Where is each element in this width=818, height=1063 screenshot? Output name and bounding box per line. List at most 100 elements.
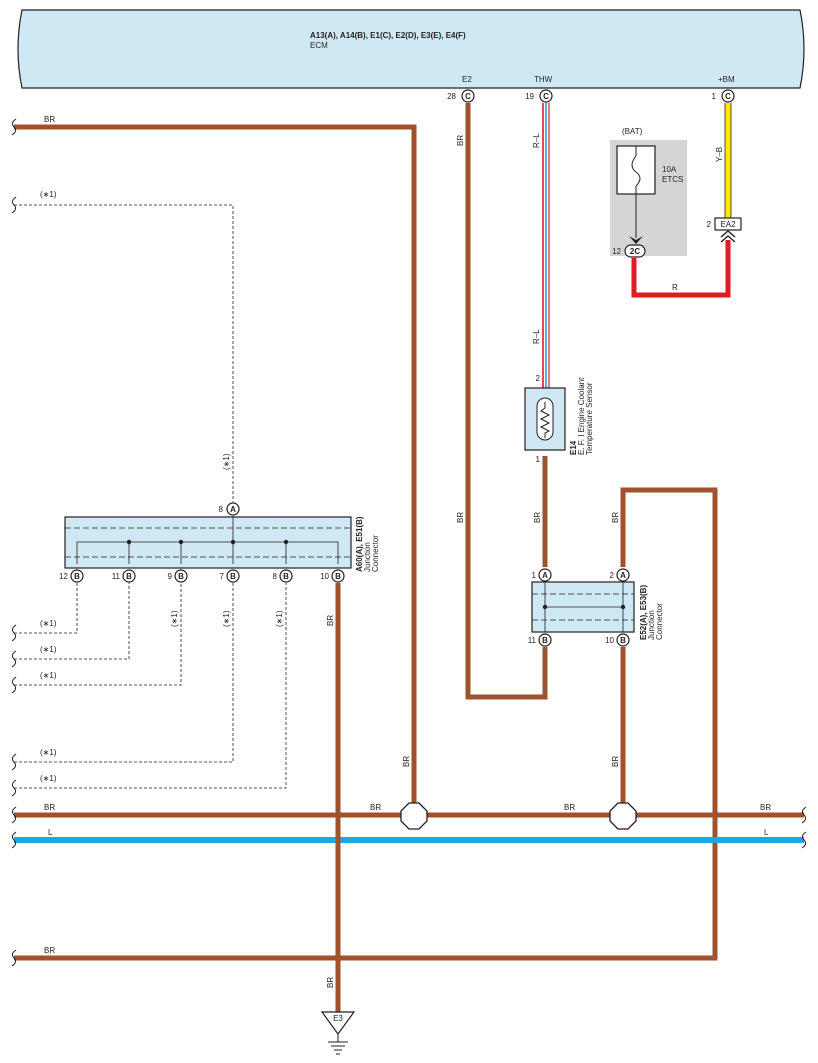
wire-label-br: BR [456,512,465,523]
wire-label-note: (∗1) [170,610,179,627]
jc1-top-pin-letter: A [230,505,236,514]
wire-label-note: (∗1) [222,610,231,627]
sensor-block: 2 1 E14 E. F. I Engine Coolant Temperatu… [524,374,594,464]
sensor-code: E14 [569,440,578,455]
wire-label-br: BR [44,803,55,812]
wire-label-br: BR [533,512,542,523]
jc2-code: E52(A), E53(B) [639,585,648,640]
jc1-pin-num: 10 [320,572,329,581]
jc2-node [620,604,626,610]
wire-label-br: BR [326,977,335,988]
wire-label-br: BR [456,135,465,146]
jc2-pin-num: 2 [610,571,615,580]
ecm-connectors-label: A13(A), A14(B), E1(C), E2(D), E3(E), E4(… [310,31,466,40]
fuse-terminal-arrow-icon [629,236,643,244]
jc1-pin-letter: B [335,572,341,581]
ecm-pin-thw-name: THW [534,75,553,84]
junction-connector-1: A 8 B 12 B 11 B 9 B 7 B 8 B 10 A60(A), E… [59,502,380,583]
break-mark [11,831,17,849]
fuse-element-icon [631,155,641,187]
jc2-node [542,604,548,610]
ecm-pin-bm-letter: C [725,92,731,101]
wire-label-br: BR [760,803,771,812]
wire-br-top-left [14,124,417,803]
jc1-bus [76,541,339,564]
jc1-pin [122,569,136,583]
wire-label-l: L [764,828,769,837]
jc1-pin [70,569,84,583]
jc1-top-pin-num: 8 [219,505,224,514]
ecm-pin-e2-num: 28 [447,92,456,101]
break-mark [11,118,17,136]
ecm-pin-e2-name: E2 [462,75,472,84]
jc1-code: A60(A), E51(B) [355,516,364,572]
wire-dashed-11 [14,583,130,660]
ea2-num: 2 [707,220,712,229]
splice-1 [400,802,428,830]
jc2-pin [538,568,552,582]
thermistor-icon [536,397,554,441]
fuse-pin-num: 12 [612,247,621,256]
jc2-pin [538,633,552,647]
wire-label-br: BR [402,756,411,767]
ecm-pin-bm [721,89,735,103]
sensor-line1: E. F. I Engine Coolant [577,377,586,455]
wire-label-br: BR [564,803,575,812]
wire-labels: BR BR BR BR BR L L BR R (∗1) (∗1) (∗1) (… [40,115,771,988]
fuse-pin-label: 2C [630,247,640,256]
jc1-line2: Connector [371,535,380,572]
break-mark [11,676,17,694]
jc1-node [178,539,184,545]
wire-label-note: (∗1) [40,774,57,783]
wire-label-note: (∗1) [40,190,57,199]
jc2-pin [616,633,630,647]
jc1-pin [174,569,188,583]
wire-label-br: BR [370,803,381,812]
ecm-block: A13(A), A14(B), E1(C), E2(D), E3(E), E4(… [17,9,805,89]
fuse-pin [624,244,646,258]
sensor-pin-bottom: 1 [536,455,541,464]
wire-label-rl: R–L [532,329,541,344]
break-mark [801,806,807,824]
wire-br-e2-loop [465,103,548,700]
wire-r-fuse-ea2 [631,240,731,298]
break-mark [801,831,807,849]
jc2-line1: Junction [647,610,656,640]
wire-dashed-7 [14,583,234,763]
ecm-pin-e2 [461,89,475,103]
wire-dashed-8 [14,583,287,789]
ecm-pin-thw [539,89,553,103]
wire-label-note: (∗1) [40,645,57,654]
wire-dashed-9 [14,583,182,686]
ecm-pins: C 28 C 19 C 1 [447,89,735,103]
jc2-pin-letter: B [542,636,548,645]
ecm-pin-bm-name: +BM [718,75,735,84]
break-mark [11,624,17,642]
ecm-name: ECM [310,41,328,50]
ecm-box [17,9,805,89]
fuse-name: ETCS [662,175,683,184]
jc1-node [126,539,132,545]
fuse-title: (BAT) [622,127,643,136]
jc1-pin [226,569,240,583]
jc1-pin-num: 8 [273,572,278,581]
jc1-top-pin [226,502,240,516]
wire-label-br: BR [44,946,55,955]
ground-triangle [320,1011,356,1036]
fuse-rating: 10A [662,165,677,174]
jc2-pin-letter: A [620,571,626,580]
break-mark [11,196,17,214]
ground-label: E3 [333,1014,343,1023]
jc1-pin [279,569,293,583]
wire-label-l: L [48,828,53,837]
thermistor-zigzag-icon [539,402,551,438]
ea2-connector: EA2 2 [707,217,742,243]
break-mark [11,949,17,967]
ea2-chevron-icon [720,230,736,243]
jc1-pin-letter: B [230,572,236,581]
jc1-pin-num: 7 [220,572,225,581]
jc1-node [283,539,289,545]
jc1-pin-num: 9 [168,572,173,581]
jc2-pin-letter: A [542,571,548,580]
